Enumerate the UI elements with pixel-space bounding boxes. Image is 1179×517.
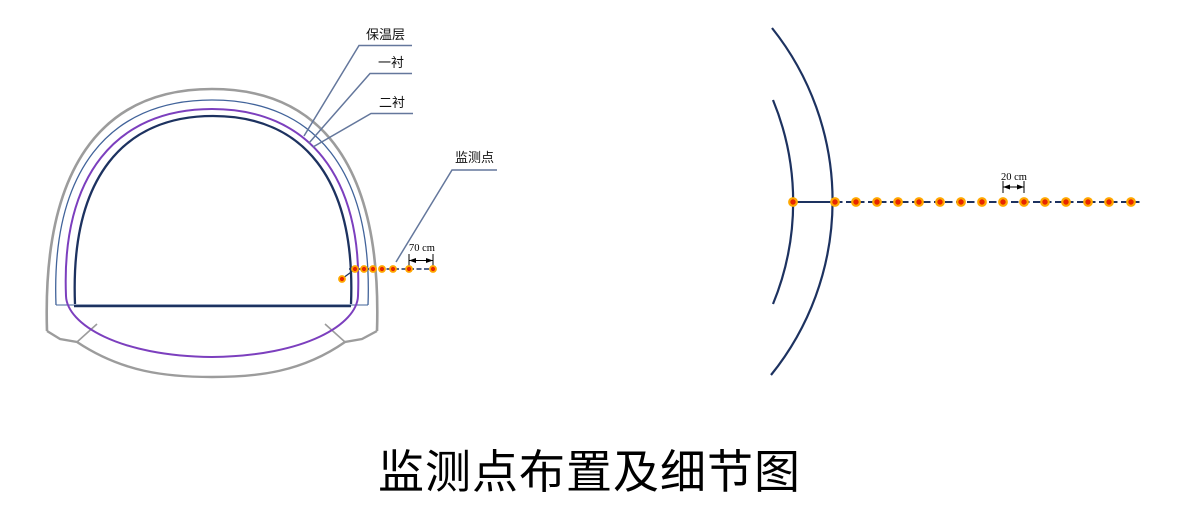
detail-view [770,27,1141,376]
dimension-20cm-graphic [1002,181,1025,193]
leader-line-monitoring-point [395,169,497,263]
leader-line-primary-lining [308,72,412,144]
monitoring-point-dot [1126,197,1136,207]
monitoring-point-dot [405,265,413,273]
tunnel-foot-notches [76,323,346,343]
monitoring-point-dot [788,197,798,207]
leader-line-secondary-lining [312,112,413,148]
monitoring-point-dot [378,265,386,273]
leader-line-insulation [303,44,412,137]
monitoring-point-dot [830,197,840,207]
monitoring-point-dot [935,197,945,207]
secondary-lining-line [73,114,353,305]
monitoring-point-dot [1104,197,1114,207]
primary-lining-line [55,99,369,306]
monitoring-point-dot [1083,197,1093,207]
monitoring-point-dot [360,265,368,273]
tunnel-outer-outline-arch [45,87,379,332]
monitoring-point-dot [977,197,987,207]
monitoring-point-dot [914,197,924,207]
monitoring-point-dot [351,265,359,273]
dimension-70cm-graphic [408,254,434,266]
monitoring-point-dot [893,197,903,207]
detail-monitoring-points [788,197,1136,207]
cross-section-monitoring-points [338,265,437,283]
monitoring-point-dot [872,197,882,207]
label-secondary-lining: 二衬 [378,95,405,110]
monitoring-point-dot [1040,197,1050,207]
monitoring-point-dot [851,197,861,207]
monitoring-point-dot [1061,197,1071,207]
dimension-20cm-label: 20 cm [1001,172,1027,183]
tunnel-cross-section [45,44,497,379]
monitoring-point-dot [369,265,377,273]
monitoring-point-dot [429,265,437,273]
monitoring-point-dot [389,265,397,273]
tunnel-outer-outline-bottom [46,329,378,379]
label-monitoring-point: 监测点 [454,150,494,165]
monitoring-point-dot [1019,197,1029,207]
figure-title: 监测点布置及细节图 [378,447,801,498]
monitoring-point-dot [956,197,966,207]
monitoring-point-dot [998,197,1008,207]
label-primary-lining: 一衬 [377,55,404,70]
insulation-layer-line [64,107,360,359]
monitoring-point-dot [338,275,346,283]
label-insulation: 保温层 [365,27,405,42]
dimension-70cm-label: 70 cm [409,243,435,254]
